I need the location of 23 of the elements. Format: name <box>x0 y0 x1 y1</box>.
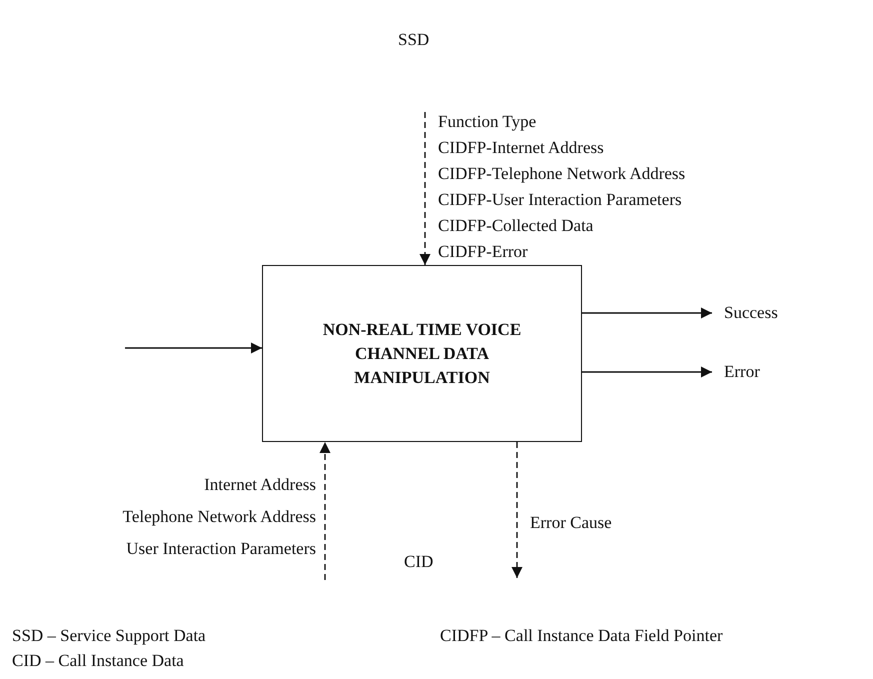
source-label: SSD <box>398 30 430 50</box>
arrow <box>125 342 262 354</box>
data-label: CID <box>404 552 434 572</box>
parameter-label: CIDFP-Telephone Network Address <box>438 164 686 184</box>
output-label: Error <box>724 362 760 382</box>
arrow <box>512 442 522 578</box>
arrow <box>582 308 712 318</box>
parameter-label: Function Type <box>438 112 536 132</box>
process-box: NON-REAL TIME VOICE CHANNEL DATA MANIPULATION <box>262 265 582 442</box>
parameter-label: CIDFP-Internet Address <box>438 138 604 158</box>
parameter-label: CIDFP-User Interaction Parameters <box>438 190 682 210</box>
legend-note: SSD – Service Support Data <box>12 626 206 646</box>
parameter-label: User Interaction Parameters <box>126 539 316 559</box>
arrow <box>320 442 330 580</box>
arrow <box>582 366 712 378</box>
parameter-label: Telephone Network Address <box>122 507 316 527</box>
output-label: Success <box>724 303 778 323</box>
arrow <box>420 112 430 265</box>
legend-note: CIDFP – Call Instance Data Field Pointer <box>440 626 723 646</box>
parameter-label: CIDFP-Collected Data <box>438 216 594 236</box>
parameter-label: CIDFP-Error <box>438 242 528 262</box>
legend-note: CID – Call Instance Data <box>12 651 184 671</box>
parameter-label: Internet Address <box>204 475 316 495</box>
